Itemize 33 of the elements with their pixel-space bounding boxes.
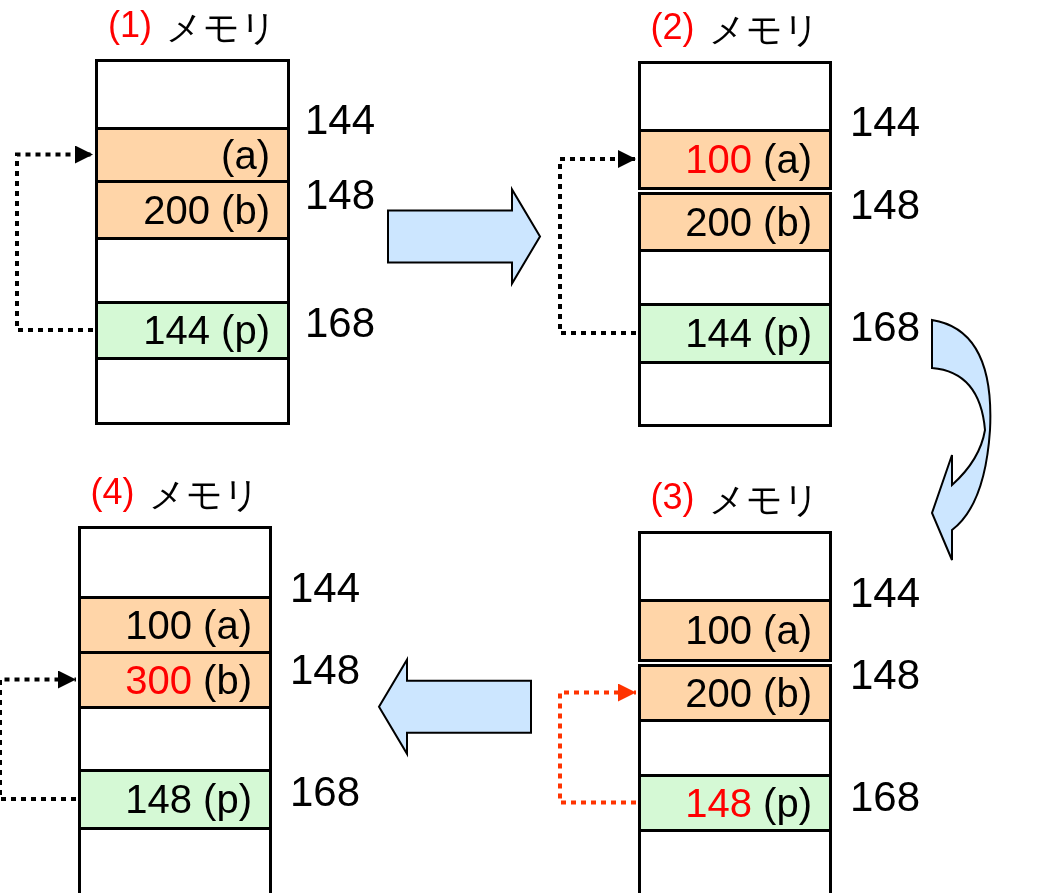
address-label: 144	[305, 97, 376, 143]
address-label: 148	[290, 647, 361, 693]
step-number: (3)	[650, 476, 695, 519]
address-label: 168	[290, 769, 361, 815]
block-arrow	[387, 185, 542, 288]
pointer-arrow	[0, 670, 76, 801]
memory-cell	[638, 530, 832, 602]
block-arrow	[931, 319, 992, 561]
address-label: 144	[850, 99, 921, 145]
step-number: (1)	[108, 4, 152, 47]
address-label: 168	[850, 774, 921, 820]
memory-cell: 200 (b)	[638, 663, 832, 722]
step-number: (2)	[650, 6, 695, 49]
memory-cell	[638, 60, 832, 132]
panel-title: メモリ	[166, 6, 277, 50]
address-label: 144	[850, 570, 921, 616]
address-label: 148	[850, 182, 921, 228]
step-number: (4)	[90, 471, 135, 514]
block-arrow	[377, 656, 532, 758]
memory-cell	[95, 58, 290, 130]
address-label: 168	[305, 300, 376, 346]
pointer-arrow	[558, 683, 636, 805]
memory-cell	[78, 525, 272, 599]
pointer-arrow	[15, 145, 93, 332]
address-label: 168	[850, 304, 921, 350]
panel-title: メモリ	[708, 478, 820, 522]
panel-title: メモリ	[708, 8, 820, 52]
memory-cell: 200 (b)	[638, 191, 832, 252]
address-label: 148	[305, 172, 376, 218]
panel-title: メモリ	[148, 473, 260, 517]
address-label: 144	[290, 565, 361, 611]
address-label: 148	[850, 652, 921, 698]
pointer-arrow	[558, 150, 636, 335]
